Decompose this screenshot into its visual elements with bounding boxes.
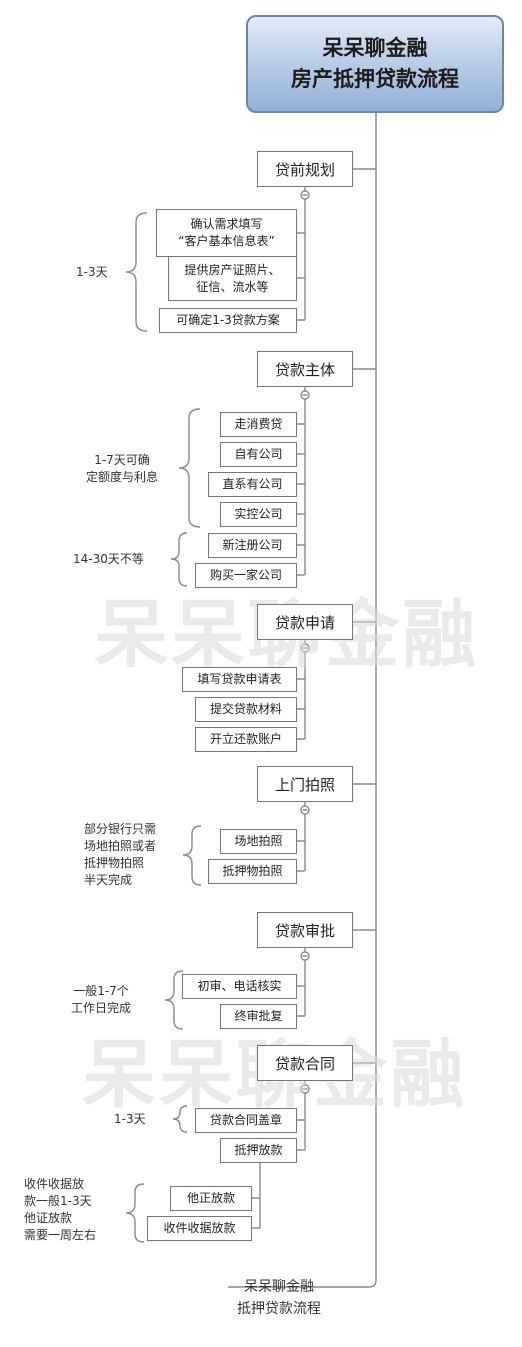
root-topic[interactable]: 呆呆聊金融 房产抵押贷款流程 xyxy=(246,15,504,113)
note-line: 14-30天不等 xyxy=(73,552,144,566)
subtopic-fill-application[interactable]: 填写贷款申请表 xyxy=(182,667,297,692)
subtopic-submit-materials[interactable]: 提交贷款材料 xyxy=(195,697,297,722)
stage-onsite-photo[interactable]: 上门拍照 xyxy=(257,766,353,802)
note-duration-contract: 1-3天 xyxy=(114,1111,146,1128)
subtopic-certificate-release[interactable]: 他正放款 xyxy=(170,1186,252,1211)
stage-loan-contract[interactable]: 贷款合同 xyxy=(257,1045,353,1081)
note-line: 1-3天 xyxy=(76,265,108,279)
subtopic-contract-seal[interactable]: 贷款合同盖章 xyxy=(195,1108,297,1133)
subtopic-line1: 确认需求填写 xyxy=(190,217,263,231)
subtopic-loan-plan[interactable]: 可确定1-3贷款方案 xyxy=(159,308,297,333)
subtopic-collateral-photo[interactable]: 抵押物拍照 xyxy=(208,859,297,884)
subtopic-final-approval[interactable]: 终审批复 xyxy=(220,1004,297,1029)
subtopic-consumer-loan[interactable]: 走消费贷 xyxy=(220,412,297,437)
note-line: 抵押物拍照 xyxy=(84,856,145,870)
note-line: 1-7天可确 xyxy=(94,453,150,467)
subtopic-site-photo[interactable]: 场地拍照 xyxy=(220,829,297,854)
note-duration-new-company: 14-30天不等 xyxy=(73,551,144,568)
note-line: 他证放款 xyxy=(24,1211,73,1225)
note-line: 1-3天 xyxy=(114,1112,146,1126)
footer-caption: 呆呆聊金融 抵押贷款流程 xyxy=(224,1276,334,1320)
note-line: 定额度与利息 xyxy=(86,470,159,484)
subtopic-initial-review[interactable]: 初审、电话核实 xyxy=(182,974,297,999)
footer-line1: 呆呆聊金融 xyxy=(244,1279,314,1295)
stage-loan-application[interactable]: 贷款申请 xyxy=(257,604,353,640)
note-line: 场地拍照或者 xyxy=(84,839,157,853)
subtopic-line1: 提供房产证照片、 xyxy=(184,262,281,277)
subtopic-provide-documents[interactable]: 提供房产证照片、 征信、流水等 xyxy=(168,256,297,301)
subtopic-buy-company[interactable]: 购买一家公司 xyxy=(195,563,297,588)
note-line: 款一般1-3天 xyxy=(24,1194,92,1208)
note-duration-planning: 1-3天 xyxy=(76,264,108,281)
subtopic-mortgage-release[interactable]: 抵押放款 xyxy=(220,1138,297,1163)
subtopic-open-account[interactable]: 开立还款账户 xyxy=(195,727,297,752)
stage-loan-subject[interactable]: 贷款主体 xyxy=(257,351,353,387)
footer-line2: 抵押贷款流程 xyxy=(237,1301,321,1317)
stage-loan-approval[interactable]: 贷款审批 xyxy=(257,912,353,948)
note-duration-release: 收件收据放 款一般1-3天 他证放款 需要一周左右 xyxy=(24,1176,96,1244)
subtopic-line2: “客户基本信息表” xyxy=(178,234,275,248)
subtopic-receipt-release[interactable]: 收件收据放款 xyxy=(147,1216,252,1241)
note-line: 一般1-7个 xyxy=(73,984,129,998)
subtopic-line2: 征信、流水等 xyxy=(196,279,269,294)
subtopic-own-company[interactable]: 自有公司 xyxy=(220,442,297,467)
subtopic-controlled-company[interactable]: 实控公司 xyxy=(220,502,297,527)
note-line: 部分银行只需 xyxy=(84,822,157,836)
note-line: 半天完成 xyxy=(84,873,133,887)
note-line: 需要一周左右 xyxy=(24,1228,97,1242)
subtopic-confirm-needs[interactable]: 确认需求填写 “客户基本信息表” xyxy=(156,209,297,257)
note-duration-subject: 1-7天可确 定额度与利息 xyxy=(86,452,158,486)
root-title-line2: 房产抵押贷款流程 xyxy=(291,67,459,91)
note-duration-photo: 部分银行只需 场地拍照或者 抵押物拍照 半天完成 xyxy=(84,821,156,889)
root-title-line1: 呆呆聊金融 xyxy=(322,36,428,60)
subtopic-relative-company[interactable]: 直系有公司 xyxy=(208,472,297,497)
note-duration-approval: 一般1-7个 工作日完成 xyxy=(71,983,131,1017)
note-line: 工作日完成 xyxy=(71,1001,132,1015)
stage-pre-loan-planning[interactable]: 贷前规划 xyxy=(257,151,353,187)
note-line: 收件收据放 xyxy=(24,1177,85,1191)
subtopic-new-company[interactable]: 新注册公司 xyxy=(208,533,297,558)
